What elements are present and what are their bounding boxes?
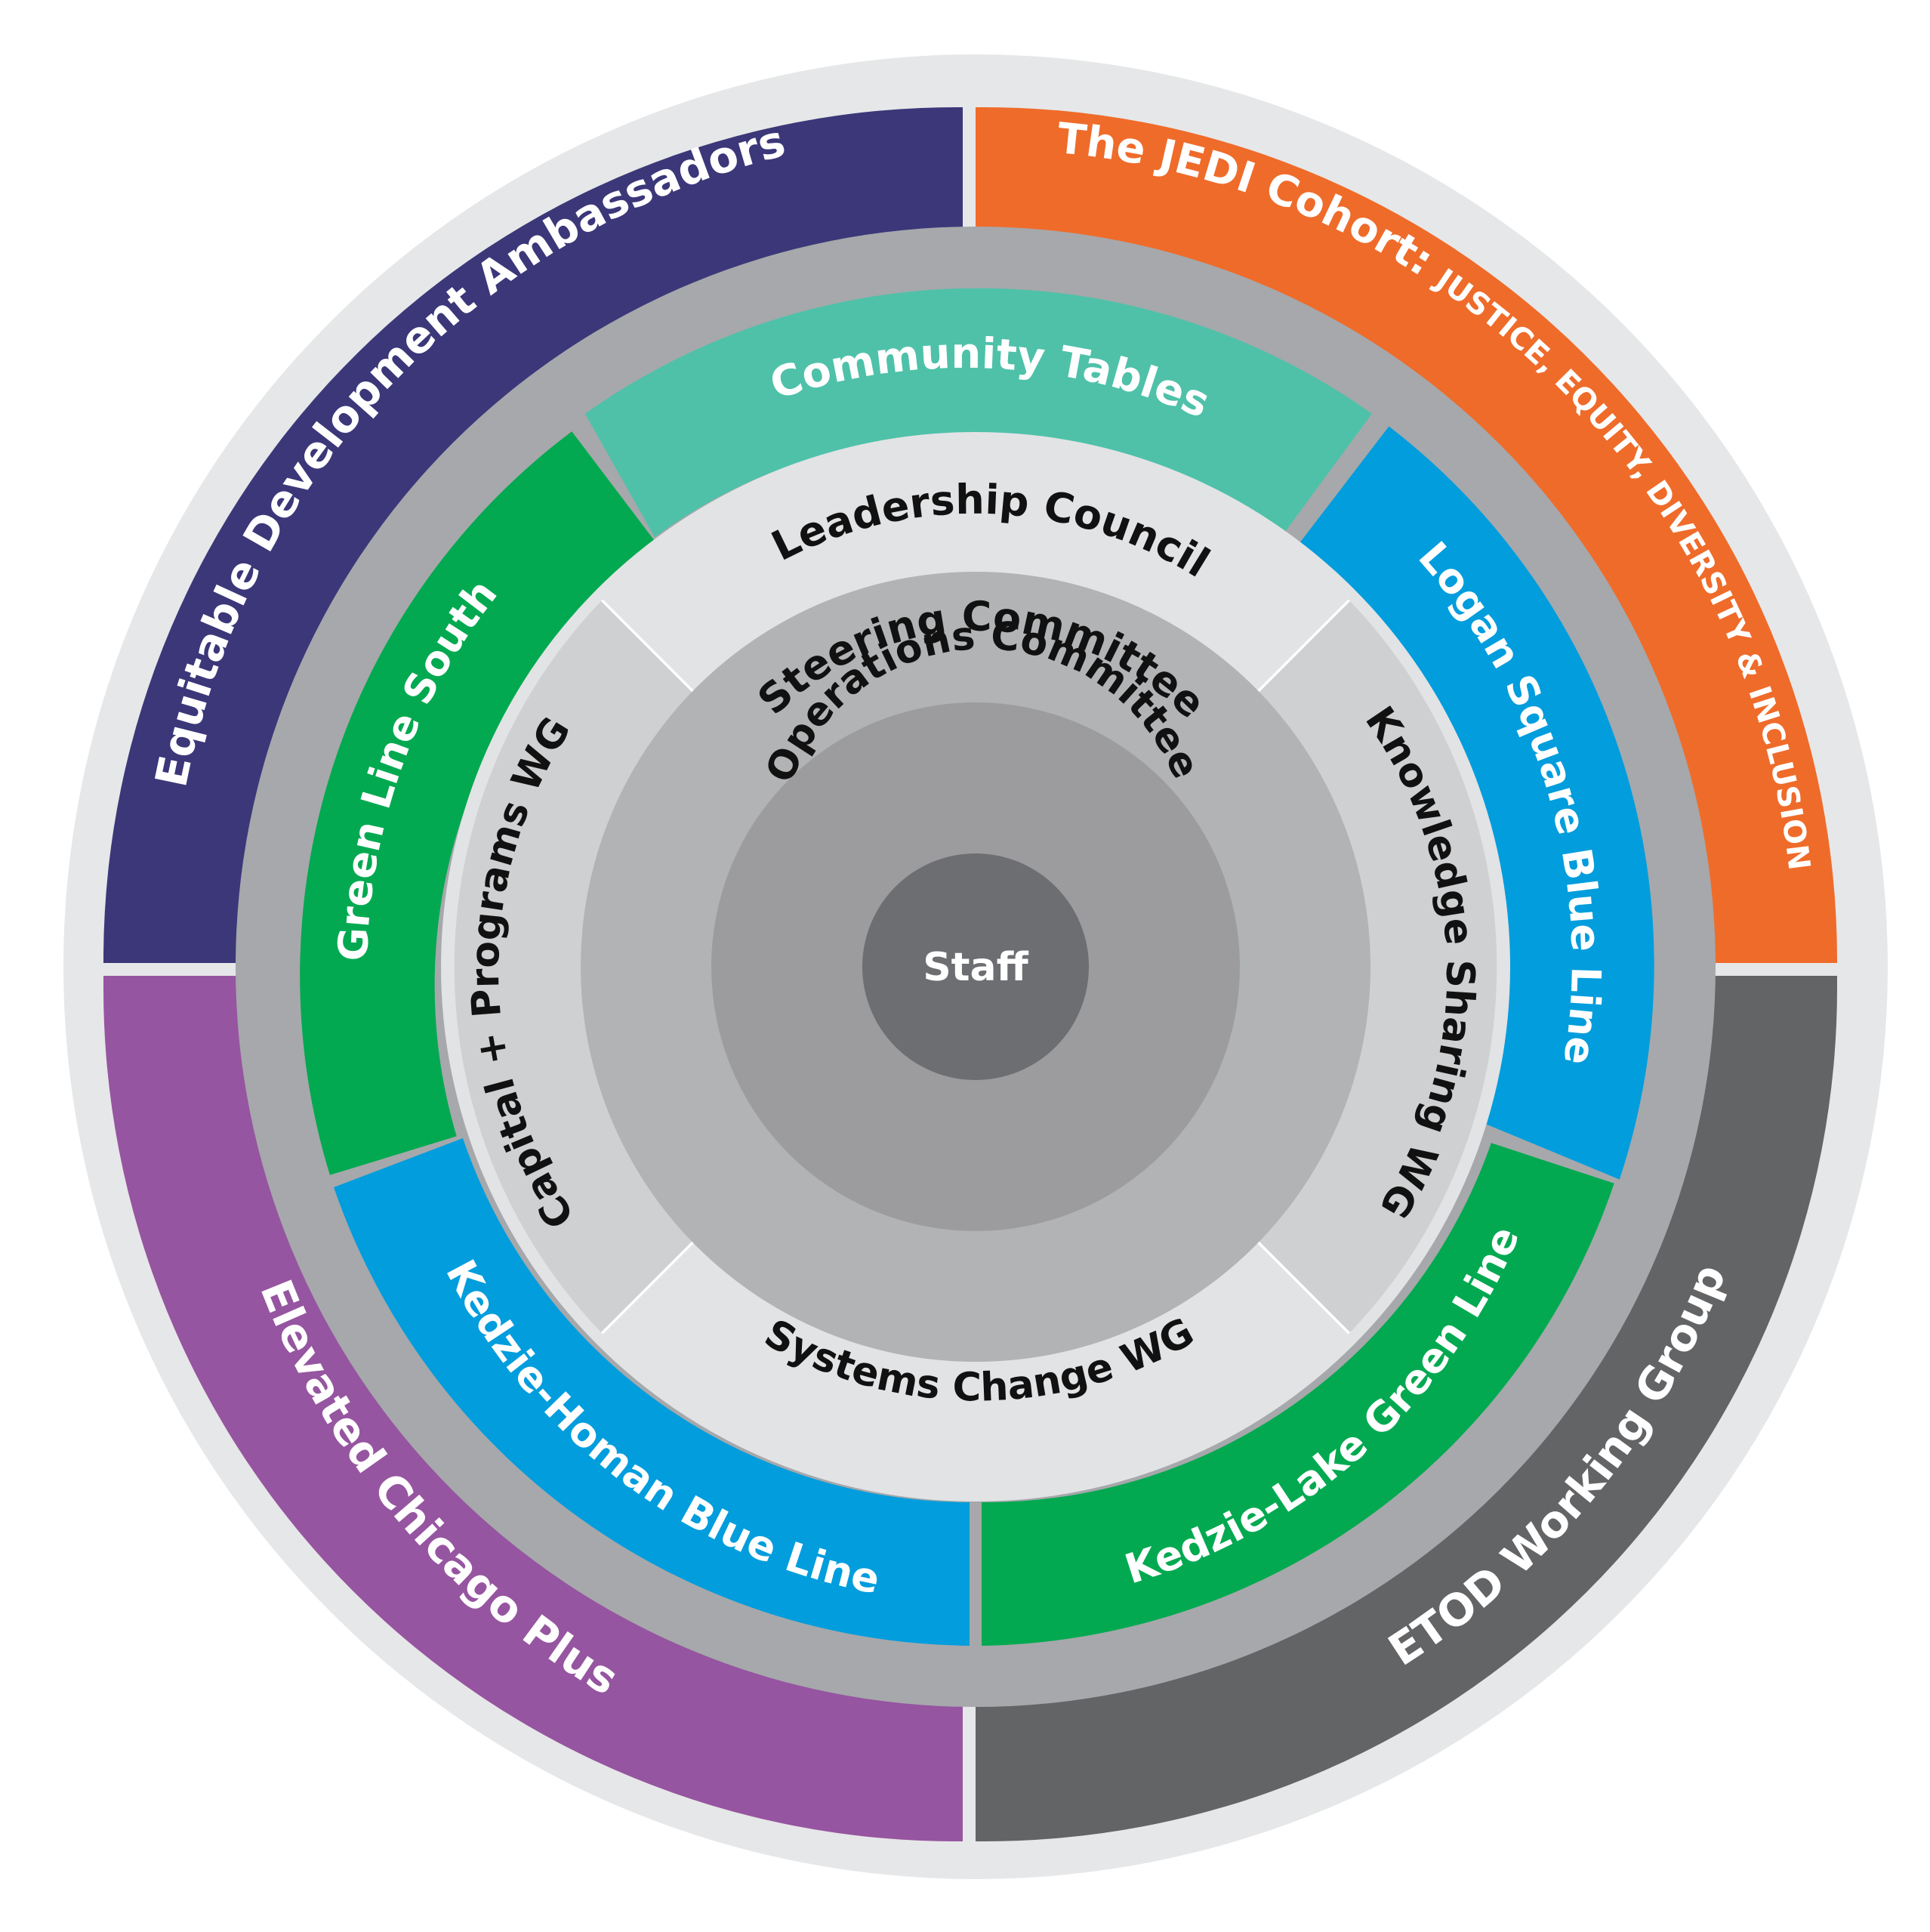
knowledge-sharing-wg-area xyxy=(1259,601,1497,1332)
staff-core xyxy=(862,853,1089,1080)
kedzie-homan-segment xyxy=(334,1138,970,1646)
staff-label: Staff xyxy=(923,945,1028,990)
capital-programs-wg-area xyxy=(454,601,692,1332)
logan-square-segment xyxy=(1296,426,1654,1180)
kedzie-lake-segment xyxy=(982,1143,1614,1646)
